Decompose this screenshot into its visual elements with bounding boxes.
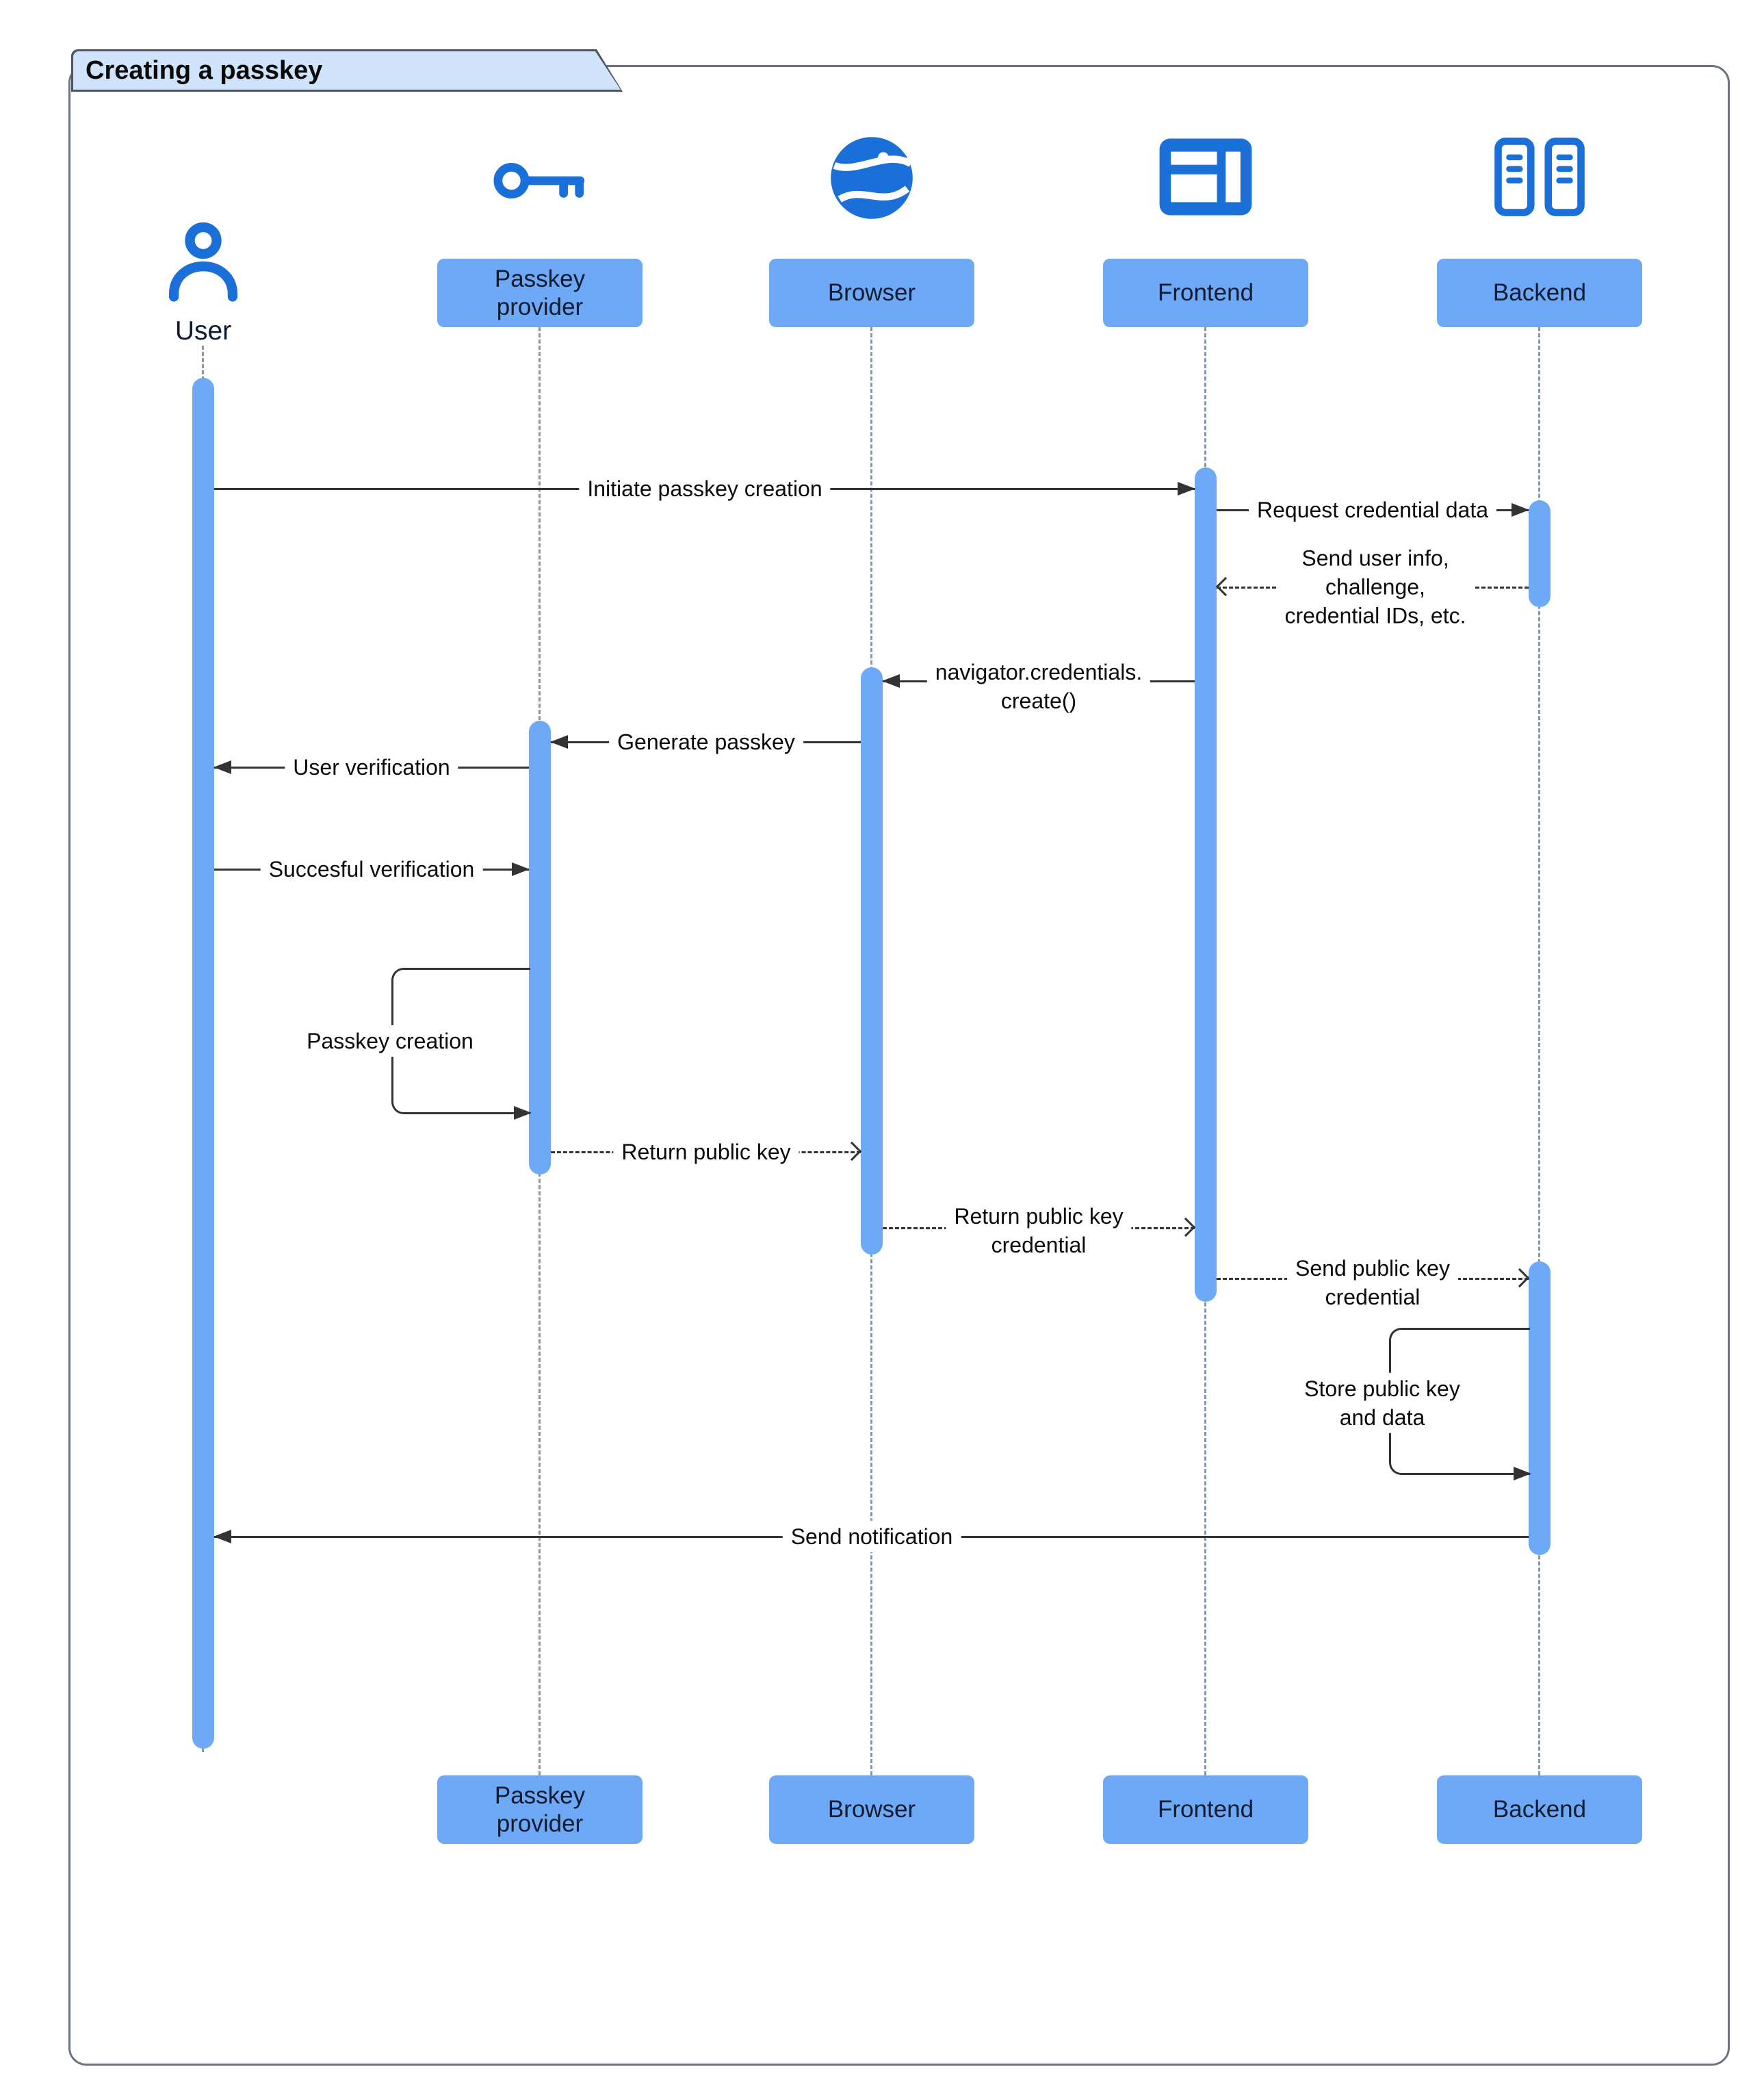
diagram-border [68,65,1730,2066]
participant-box-top-frontend: Frontend [1103,259,1308,327]
message-label-send-user-info: Send user info, challenge, credential ID… [1276,542,1475,632]
activation-browser [861,667,883,1255]
message-label-return-public-key-credential: Return public key credential [946,1200,1132,1261]
message-label-passkey-creation: Passkey creation [298,1025,482,1057]
arrowhead-filled-right [512,862,530,876]
message-label-initiate-passkey-creation: Initiate passkey creation [579,472,831,505]
message-label-user-verification: User verification [285,751,458,784]
browser-window-icon [1158,137,1254,217]
arrowhead-filled-right [1512,503,1529,517]
participant-box-bottom-frontend: Frontend [1103,1775,1308,1844]
message-label-request-credential-data: Request credential data [1249,493,1496,526]
participant-box-top-browser: Browser [769,259,974,327]
activation-frontend [1195,467,1217,1302]
message-label-store-public-key: Store public key and data [1296,1372,1468,1434]
globe-icon [827,133,916,222]
activation-passkey-provider [529,721,551,1174]
arrowhead-filled-right [1178,482,1195,496]
arrowhead-filled-left [882,674,900,688]
user-label: User [174,316,232,346]
arrowhead-filled-left [550,735,568,749]
participant-box-bottom-browser: Browser [769,1775,974,1844]
participant-box-top-backend: Backend [1437,259,1642,327]
key-icon [489,145,591,216]
participant-box-bottom-backend: Backend [1437,1775,1642,1844]
diagram-title-tab: Creating a passkey [71,49,623,92]
message-label-send-notification: Send notification [782,1520,961,1553]
person-icon [159,218,248,308]
activation-backend-2 [1529,1261,1551,1555]
message-label-generate-passkey: Generate passkey [609,726,803,758]
participant-box-top-passkey-provider: Passkey provider [437,259,643,327]
message-label-return-public-key: Return public key [613,1135,799,1168]
arrowhead-filled-right [514,1106,532,1120]
message-label-send-public-key-credential: Send public key credential [1287,1252,1458,1313]
message-label-succesful-verification: Succesful verification [260,853,483,886]
arrowhead-filled-right [1514,1467,1531,1480]
server-icon [1492,137,1587,217]
activation-user [192,378,214,1749]
activation-backend-1 [1529,500,1551,607]
message-label-navigator-credentials-create: navigator.credentials. create() [926,656,1151,717]
diagram-title: Creating a passkey [73,51,621,90]
arrowhead-filled-left [213,1530,231,1543]
participant-box-bottom-passkey-provider: Passkey provider [437,1775,643,1844]
lifeline-backend [1538,327,1540,1775]
arrowhead-filled-left [213,760,231,774]
